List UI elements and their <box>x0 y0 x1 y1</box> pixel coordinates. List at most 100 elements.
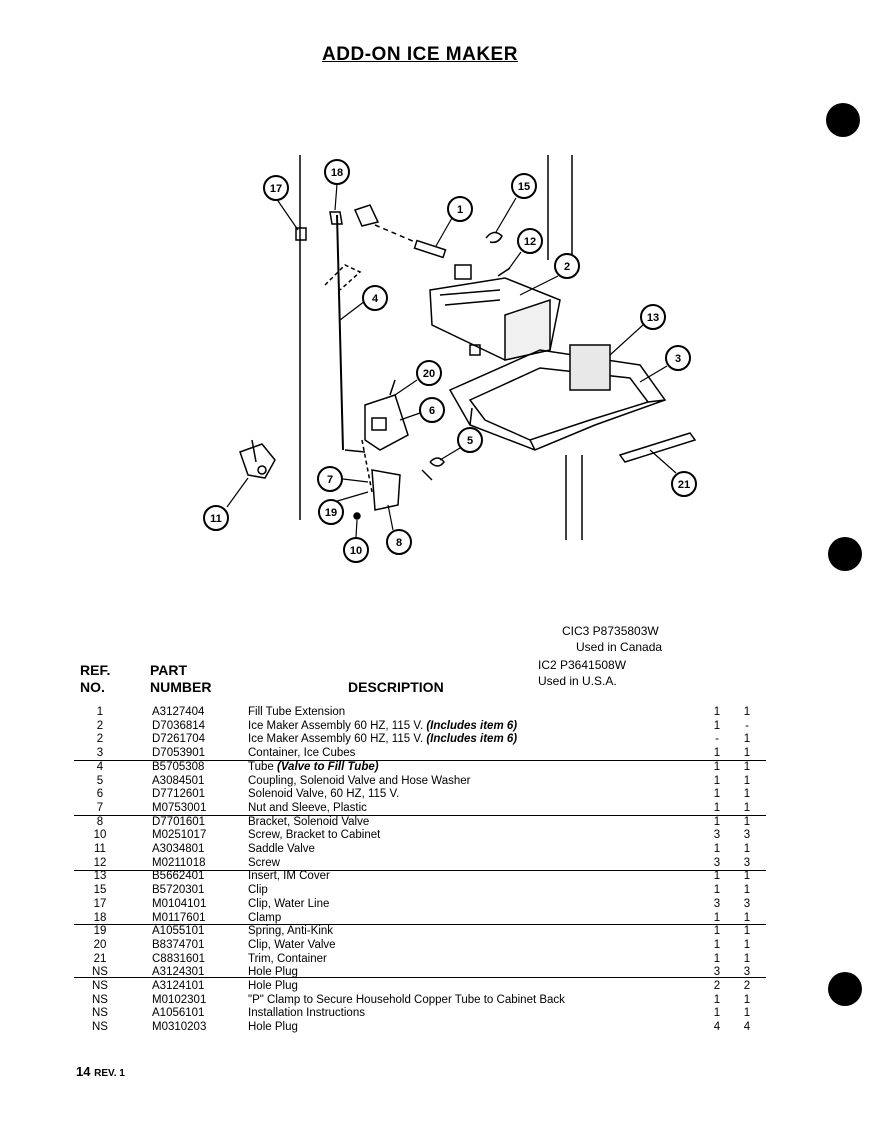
svg-text:1: 1 <box>457 204 463 216</box>
qty-canada-cell: 1 <box>743 1007 751 1020</box>
svg-text:4: 4 <box>372 293 379 305</box>
part-callouts: 17 18 1 15 12 2 4 13 3 20 6 5 21 7 19 10… <box>203 159 697 563</box>
clip-15 <box>485 231 503 244</box>
screw-10 <box>353 512 361 520</box>
description-cell: Insert, IM Cover <box>248 869 330 883</box>
description-cell: Bracket, Solenoid Valve <box>248 815 369 829</box>
model-canada-note: Used in Canada <box>576 640 663 654</box>
ref-cell: 6 <box>96 788 104 801</box>
callout-17: 17 <box>263 175 289 201</box>
qty-canada-cell: 1 <box>743 925 751 938</box>
qty-usa-cell: 1 <box>713 952 721 965</box>
svg-text:21: 21 <box>678 479 690 491</box>
qty-canada-cell: 1 <box>743 706 751 718</box>
callout-2: 2 <box>554 253 580 279</box>
description-text: Tube <box>248 760 277 773</box>
callout-4: 4 <box>362 285 388 311</box>
coupling-5 <box>429 457 445 467</box>
part-number-cell: A3124101 <box>152 980 205 992</box>
ref-cell: 2 <box>96 719 104 732</box>
description-text: Saddle Valve <box>248 843 315 855</box>
group-separator <box>74 924 766 925</box>
description-cell: Hole Plug <box>248 965 298 979</box>
qty-canada-cell: 2 <box>743 980 751 992</box>
model-usa-code: IC2 P3641508W <box>538 658 627 672</box>
description-text: Hole Plug <box>248 980 298 992</box>
description-text: Clip, Water Valve <box>248 938 336 951</box>
description-cell: Hole Plug <box>248 979 298 993</box>
part-number-cell: A3124301 <box>152 966 205 979</box>
qty-canada-cell: 1 <box>743 938 751 951</box>
callout-11: 11 <box>203 505 229 531</box>
description-text: Insert, IM Cover <box>248 870 330 883</box>
qty-usa-cell: 4 <box>713 1021 721 1034</box>
callout-3: 3 <box>665 345 691 371</box>
description-cell: Clip, Water Valve <box>248 938 336 952</box>
im-cover-insert <box>569 344 611 391</box>
qty-canada-cell: 3 <box>743 897 751 910</box>
description-cell: Trim, Container <box>248 952 327 966</box>
svg-text:18: 18 <box>331 167 343 179</box>
svg-text:8: 8 <box>396 537 402 549</box>
part-number-cell: B5662401 <box>152 870 205 883</box>
solenoid-valve <box>364 394 409 451</box>
qty-usa-cell: 1 <box>713 801 721 814</box>
description-text: Spring, Anti-Kink <box>248 925 334 938</box>
callout-10: 10 <box>343 537 369 563</box>
description-cell: Clip, Water Line <box>248 897 329 911</box>
description-cell: "P" Clamp to Secure Household Copper Tub… <box>248 993 565 1007</box>
callout-18: 18 <box>324 159 350 185</box>
ref-cell: 19 <box>93 925 107 938</box>
qty-canada-cell: 1 <box>743 815 751 828</box>
qty-canada-cell: 3 <box>743 966 751 979</box>
description-text: Ice Maker Assembly 60 HZ, 115 V. <box>248 733 427 746</box>
qty-canada-cell: 1 <box>743 884 751 897</box>
description-text: Clip, Water Line <box>248 897 330 910</box>
part-number-cell: D7036814 <box>152 719 206 732</box>
mounting-bracket <box>454 264 472 280</box>
description-text: Ice Maker Assembly 60 HZ, 115 V. <box>248 719 427 732</box>
group-separator <box>74 977 766 978</box>
model-canada-code: CIC3 P8735803W <box>562 624 659 638</box>
qty-canada-cell: 3 <box>743 856 751 869</box>
binder-hole-bottom <box>828 972 862 1006</box>
ref-cell: NS <box>92 993 108 1006</box>
svg-text:2: 2 <box>564 261 570 273</box>
qty-usa-cell: - <box>715 733 719 746</box>
qty-canada-cell: 1 <box>743 952 751 965</box>
description-text: Trim, Container <box>248 952 327 965</box>
description-cell: Hole Plug <box>248 1020 298 1034</box>
ref-cell: 4 <box>96 760 104 773</box>
model-canada: CIC3 P8735803W Used in Canada <box>562 623 662 655</box>
description-note: (Valve to Fill Tube) <box>276 760 379 773</box>
part-number-cell: D7712601 <box>152 788 206 801</box>
svg-text:17: 17 <box>270 183 282 195</box>
callout-5: 5 <box>457 427 483 453</box>
description-cell: Spring, Anti-Kink <box>248 924 333 938</box>
clip-17 <box>295 227 307 241</box>
svg-text:6: 6 <box>429 405 435 417</box>
qty-usa-cell: 1 <box>713 774 721 787</box>
description-text: Bracket, Solenoid Valve <box>248 815 370 828</box>
part-number-cell: M0211018 <box>152 856 206 869</box>
callout-19: 19 <box>318 499 344 525</box>
svg-text:3: 3 <box>675 353 681 365</box>
description-cell: Screw, Bracket to Cabinet <box>248 828 380 842</box>
qty-canada-cell: 1 <box>743 843 751 855</box>
qty-usa-cell: 1 <box>713 925 721 938</box>
description-text: Hole Plug <box>248 1021 298 1034</box>
description-text: Solenoid Valve, 60 HZ, 115 V. <box>248 788 400 801</box>
ref-cell: NS <box>92 1007 108 1020</box>
part-number-cell: M0251017 <box>152 829 207 842</box>
ref-cell: 8 <box>96 815 104 828</box>
qty-usa-cell: 1 <box>713 760 721 773</box>
qty-usa-cell: 3 <box>713 856 721 869</box>
